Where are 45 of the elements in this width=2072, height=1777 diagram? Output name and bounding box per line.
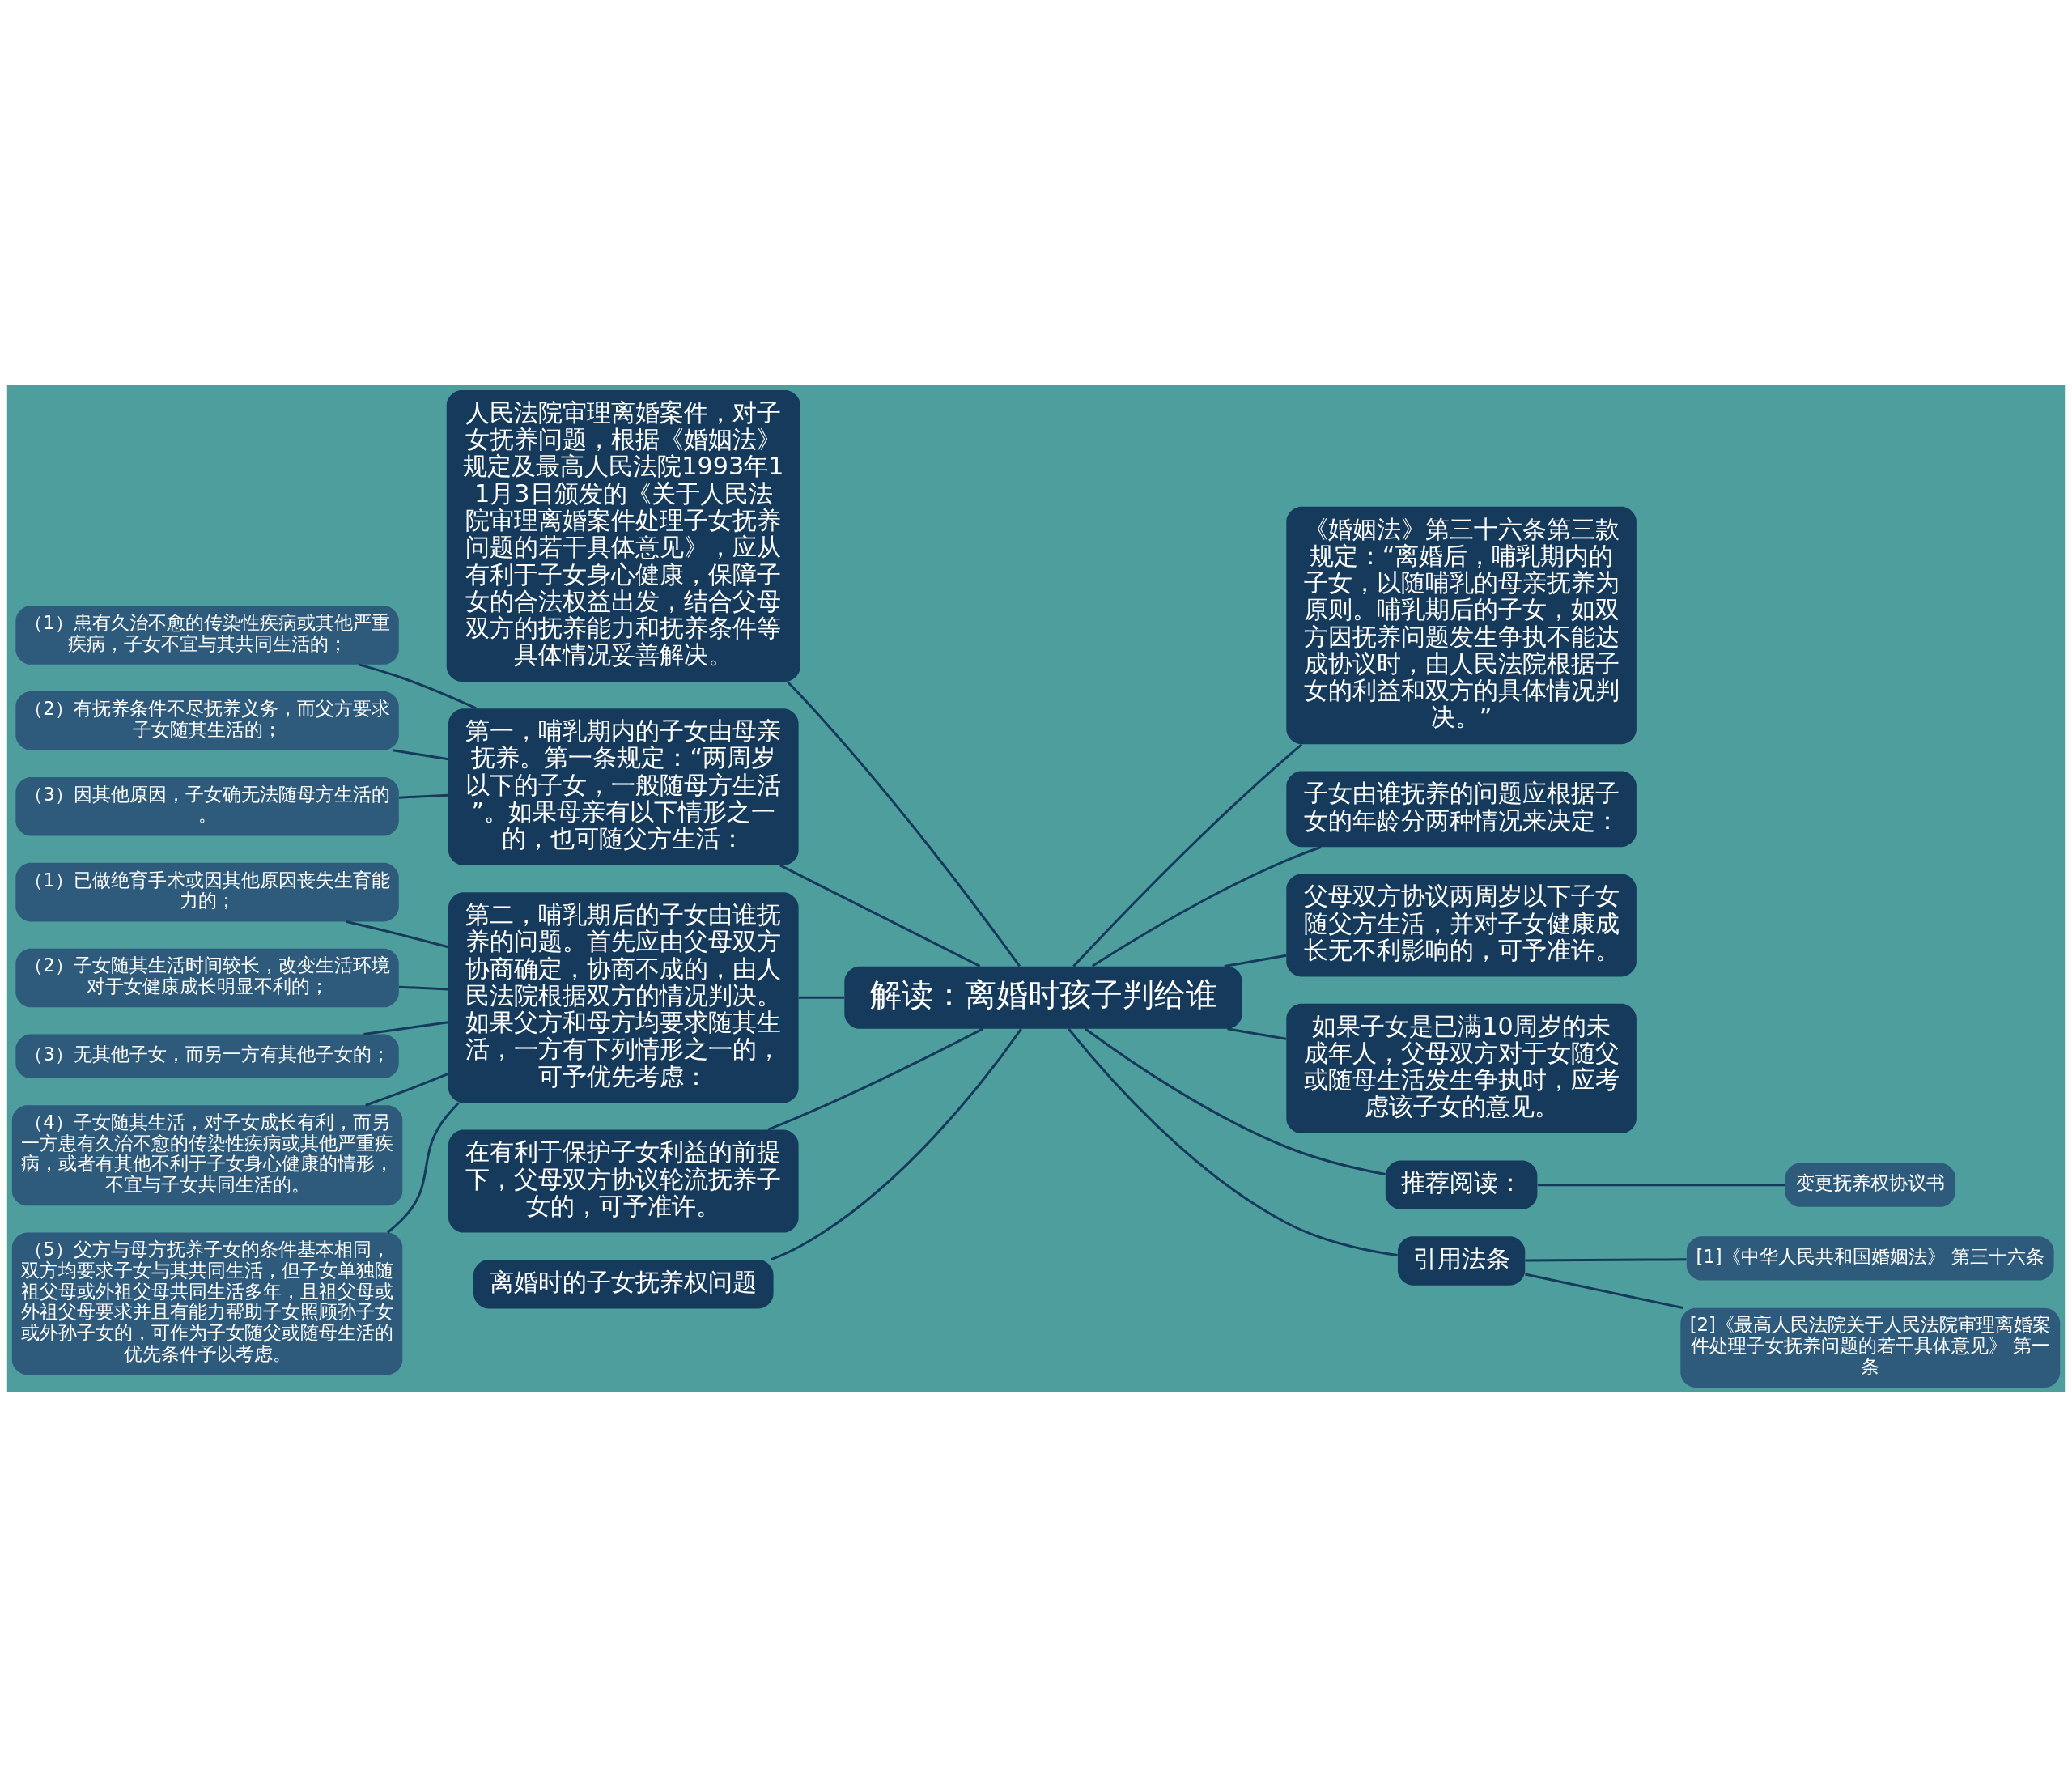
node-box: （2）有抚养条件不尽抚养义务，而父方要求子女随其生活的； bbox=[15, 691, 399, 750]
connector bbox=[365, 1072, 449, 1107]
node-box: 人民法院审理离婚案件，对子女抚养问题，根据《婚姻法》规定及最高人民法院1993年11月3日颁发的《关于人民法院审理离婚案件处理子女抚养问题的若干具体意见》，应从有利于子女身心健康，保障子女的合法权益出发，结合父母双方的抚养能力和抚养条件等具体情况妥善解决。 bbox=[446, 389, 800, 682]
node-box: 第二，哺乳期后的子女由谁抚养的问题。首先应由父母双方协商确定，协商不成的，由人民法院根据双方的情况判决。如果父方和母方均要求随其生活，一方有下列情形之一的，可予优先考虑： bbox=[448, 891, 799, 1103]
node-box: 变更抚养权协议书 bbox=[1785, 1162, 1955, 1207]
connector bbox=[346, 920, 448, 948]
connector bbox=[1525, 1273, 1684, 1309]
node-box: （1）已做绝育手术或因其他原因丧失生育能力的； bbox=[15, 862, 399, 921]
connector bbox=[770, 1027, 1022, 1260]
connector bbox=[1525, 1257, 1687, 1261]
node-box: 推荐阅读： bbox=[1385, 1159, 1538, 1209]
node-box: 父母双方协议两周岁以下子女随父方生活，并对子女健康成长无不利影响的，可予准许。 bbox=[1286, 873, 1637, 976]
connector bbox=[363, 1020, 449, 1035]
node-box: 《婚姻法》第三十六条第三款规定：“离婚后，哺乳期内的子女，以随哺乳的母亲抚养为原则。哺乳期后的子女，如双方因抚养问题发生争执不能达成协议时，由人民法院根据子女的利益和双方的具体情况判决。” bbox=[1286, 506, 1637, 744]
node-box: 子女由谁抚养的问题应根据子女的年龄分两种情况来决定： bbox=[1286, 770, 1637, 847]
node-box: 离婚时的子女抚养权问题 bbox=[473, 1259, 774, 1308]
connector bbox=[1537, 1183, 1785, 1186]
node-box: （3）因其他原因，子女确无法随母方生活的。 bbox=[15, 776, 399, 836]
node-box: 在有利于保护子女利益的前提下，父母双方协议轮流抚养子女的，可予准许。 bbox=[448, 1129, 799, 1233]
connector bbox=[1227, 1027, 1287, 1040]
node-box: （1）患有久治不愈的传染性疾病或其他严重疾病，子女不宜与其共同生活的； bbox=[15, 605, 399, 665]
node-box: 解读：离婚时孩子判给谁 bbox=[844, 966, 1242, 1029]
connector bbox=[393, 748, 449, 760]
connector bbox=[398, 793, 448, 799]
node-box: （4）子女随其生活，对子女成长有利，而另一方患有久治不愈的传染性疾病或其他严重疾病，或者有其他不利于子女身心健康的情形，不宜与子女共同生活的。 bbox=[11, 1104, 403, 1205]
connector bbox=[387, 1101, 460, 1234]
node-box: [1]《中华人民共和国婚姻法》 第三十六条 bbox=[1686, 1235, 2054, 1281]
connector bbox=[1224, 954, 1287, 967]
connector bbox=[1085, 1027, 1386, 1175]
node-box: （5）父方与母方抚养子女的条件基本相同，双方均要求子女与其共同生活，但子女单独随祖父母或外祖父母共同生活多年，且祖父母或外祖父母要求并且有能力帮助子女照顾孙子女或外孙子女的，可作为子女随父或随母生活的优先条件予以考虑。 bbox=[11, 1232, 403, 1375]
connector bbox=[1072, 742, 1303, 967]
node-box: [2]《最高人民法院关于人民法院审理离婚案件处理子女抚养问题的若干具体意见》 第一条 bbox=[1680, 1307, 2061, 1388]
node-box: （2）子女随其生活时间较长，改变生活环境对于女健康成长明显不利的； bbox=[15, 948, 399, 1007]
connector bbox=[398, 985, 448, 991]
connector bbox=[1068, 1027, 1398, 1256]
connector bbox=[767, 1027, 983, 1131]
connector bbox=[358, 662, 477, 709]
connector bbox=[798, 996, 845, 999]
node-box: 如果子女是已满10周岁的未成年人，父母双方对于女随父或随母生活发生争执时，应考虑该子女的意见。 bbox=[1286, 1003, 1637, 1133]
connector bbox=[779, 864, 981, 967]
node-box: 引用法条 bbox=[1397, 1235, 1526, 1286]
connector bbox=[1091, 845, 1322, 967]
node-box: （3）无其他子女，而另一方有其他子女的； bbox=[15, 1034, 399, 1078]
connector bbox=[787, 680, 1021, 967]
node-box: 第一，哺乳期内的子女由母亲抚养。第一条规定：“两周岁以下的子女，一般随母方生活”。如果母亲有以下情形之一的，也可随父方生活： bbox=[448, 708, 799, 865]
